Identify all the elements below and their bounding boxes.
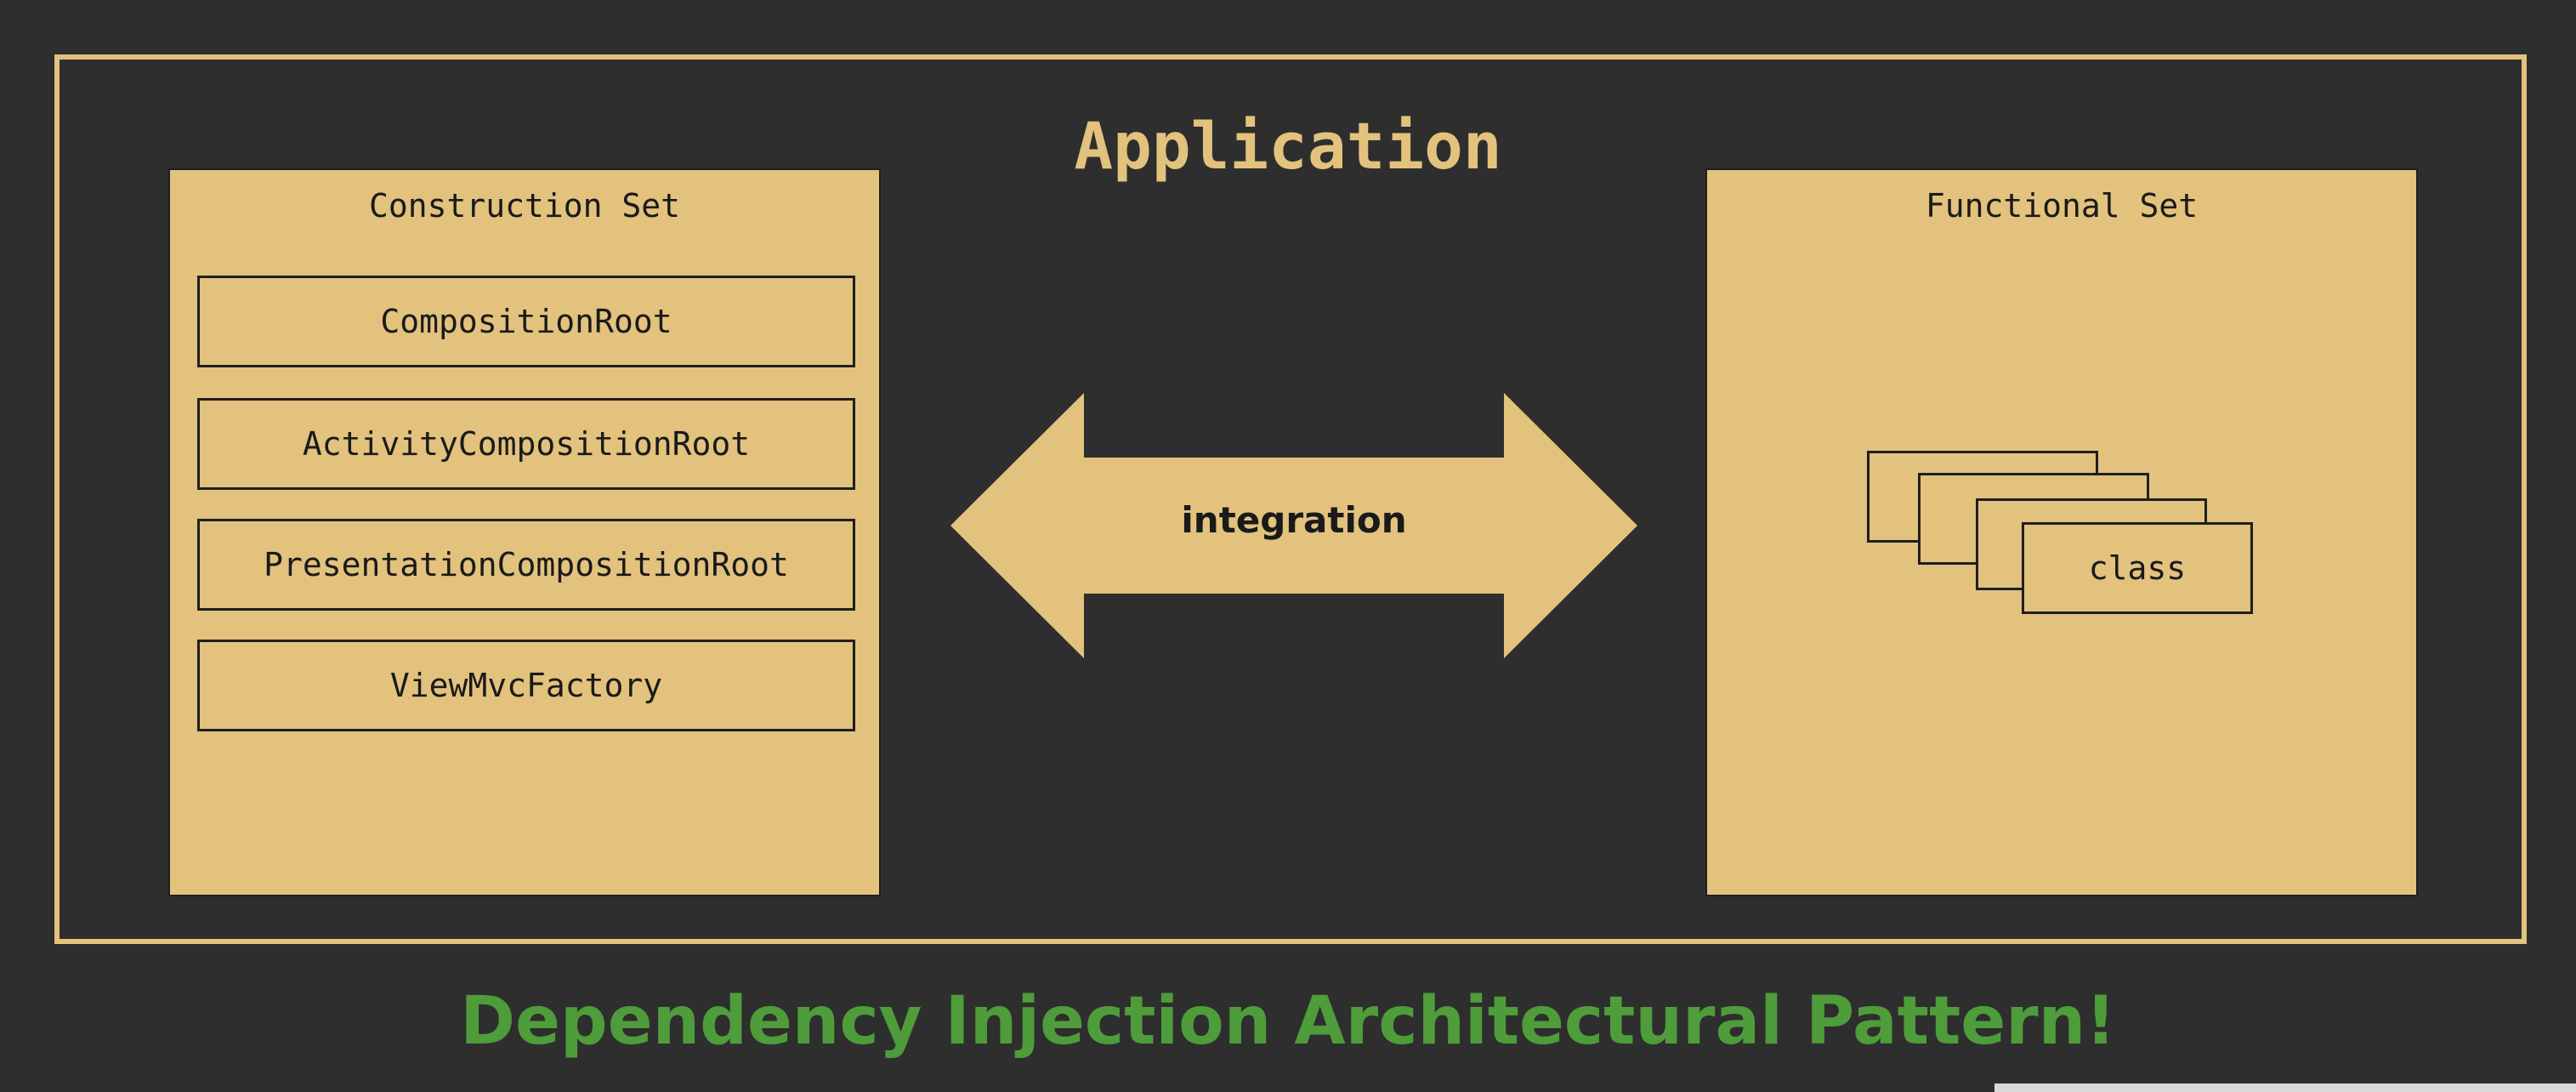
functional-set-title: Functional Set bbox=[1925, 187, 2199, 225]
class-label: class bbox=[2088, 549, 2187, 587]
integration-arrow: integration bbox=[950, 393, 1637, 658]
corner-strip bbox=[1994, 1083, 2576, 1092]
application-frame bbox=[54, 54, 2527, 944]
activity-composition-root-box: ActivityCompositionRoot bbox=[197, 398, 855, 490]
composition-root-box: CompositionRoot bbox=[197, 276, 855, 367]
construction-set-title: Construction Set bbox=[368, 187, 681, 225]
integration-label: integration bbox=[1181, 499, 1407, 541]
functional-set-panel: Functional Set bbox=[1705, 168, 2418, 896]
application-title: Application bbox=[1074, 108, 1502, 184]
class-card-front: class bbox=[2022, 522, 2253, 614]
double-arrow-icon bbox=[950, 393, 1637, 658]
footer-title: Dependency Injection Architectural Patte… bbox=[460, 983, 2116, 1060]
presentation-composition-root-box: PresentationCompositionRoot bbox=[197, 519, 855, 611]
view-mvc-factory-box: ViewMvcFactory bbox=[197, 640, 855, 731]
class-stack: class bbox=[1867, 451, 2258, 616]
construction-set-panel: Construction Set CompositionRoot Activit… bbox=[168, 168, 881, 896]
